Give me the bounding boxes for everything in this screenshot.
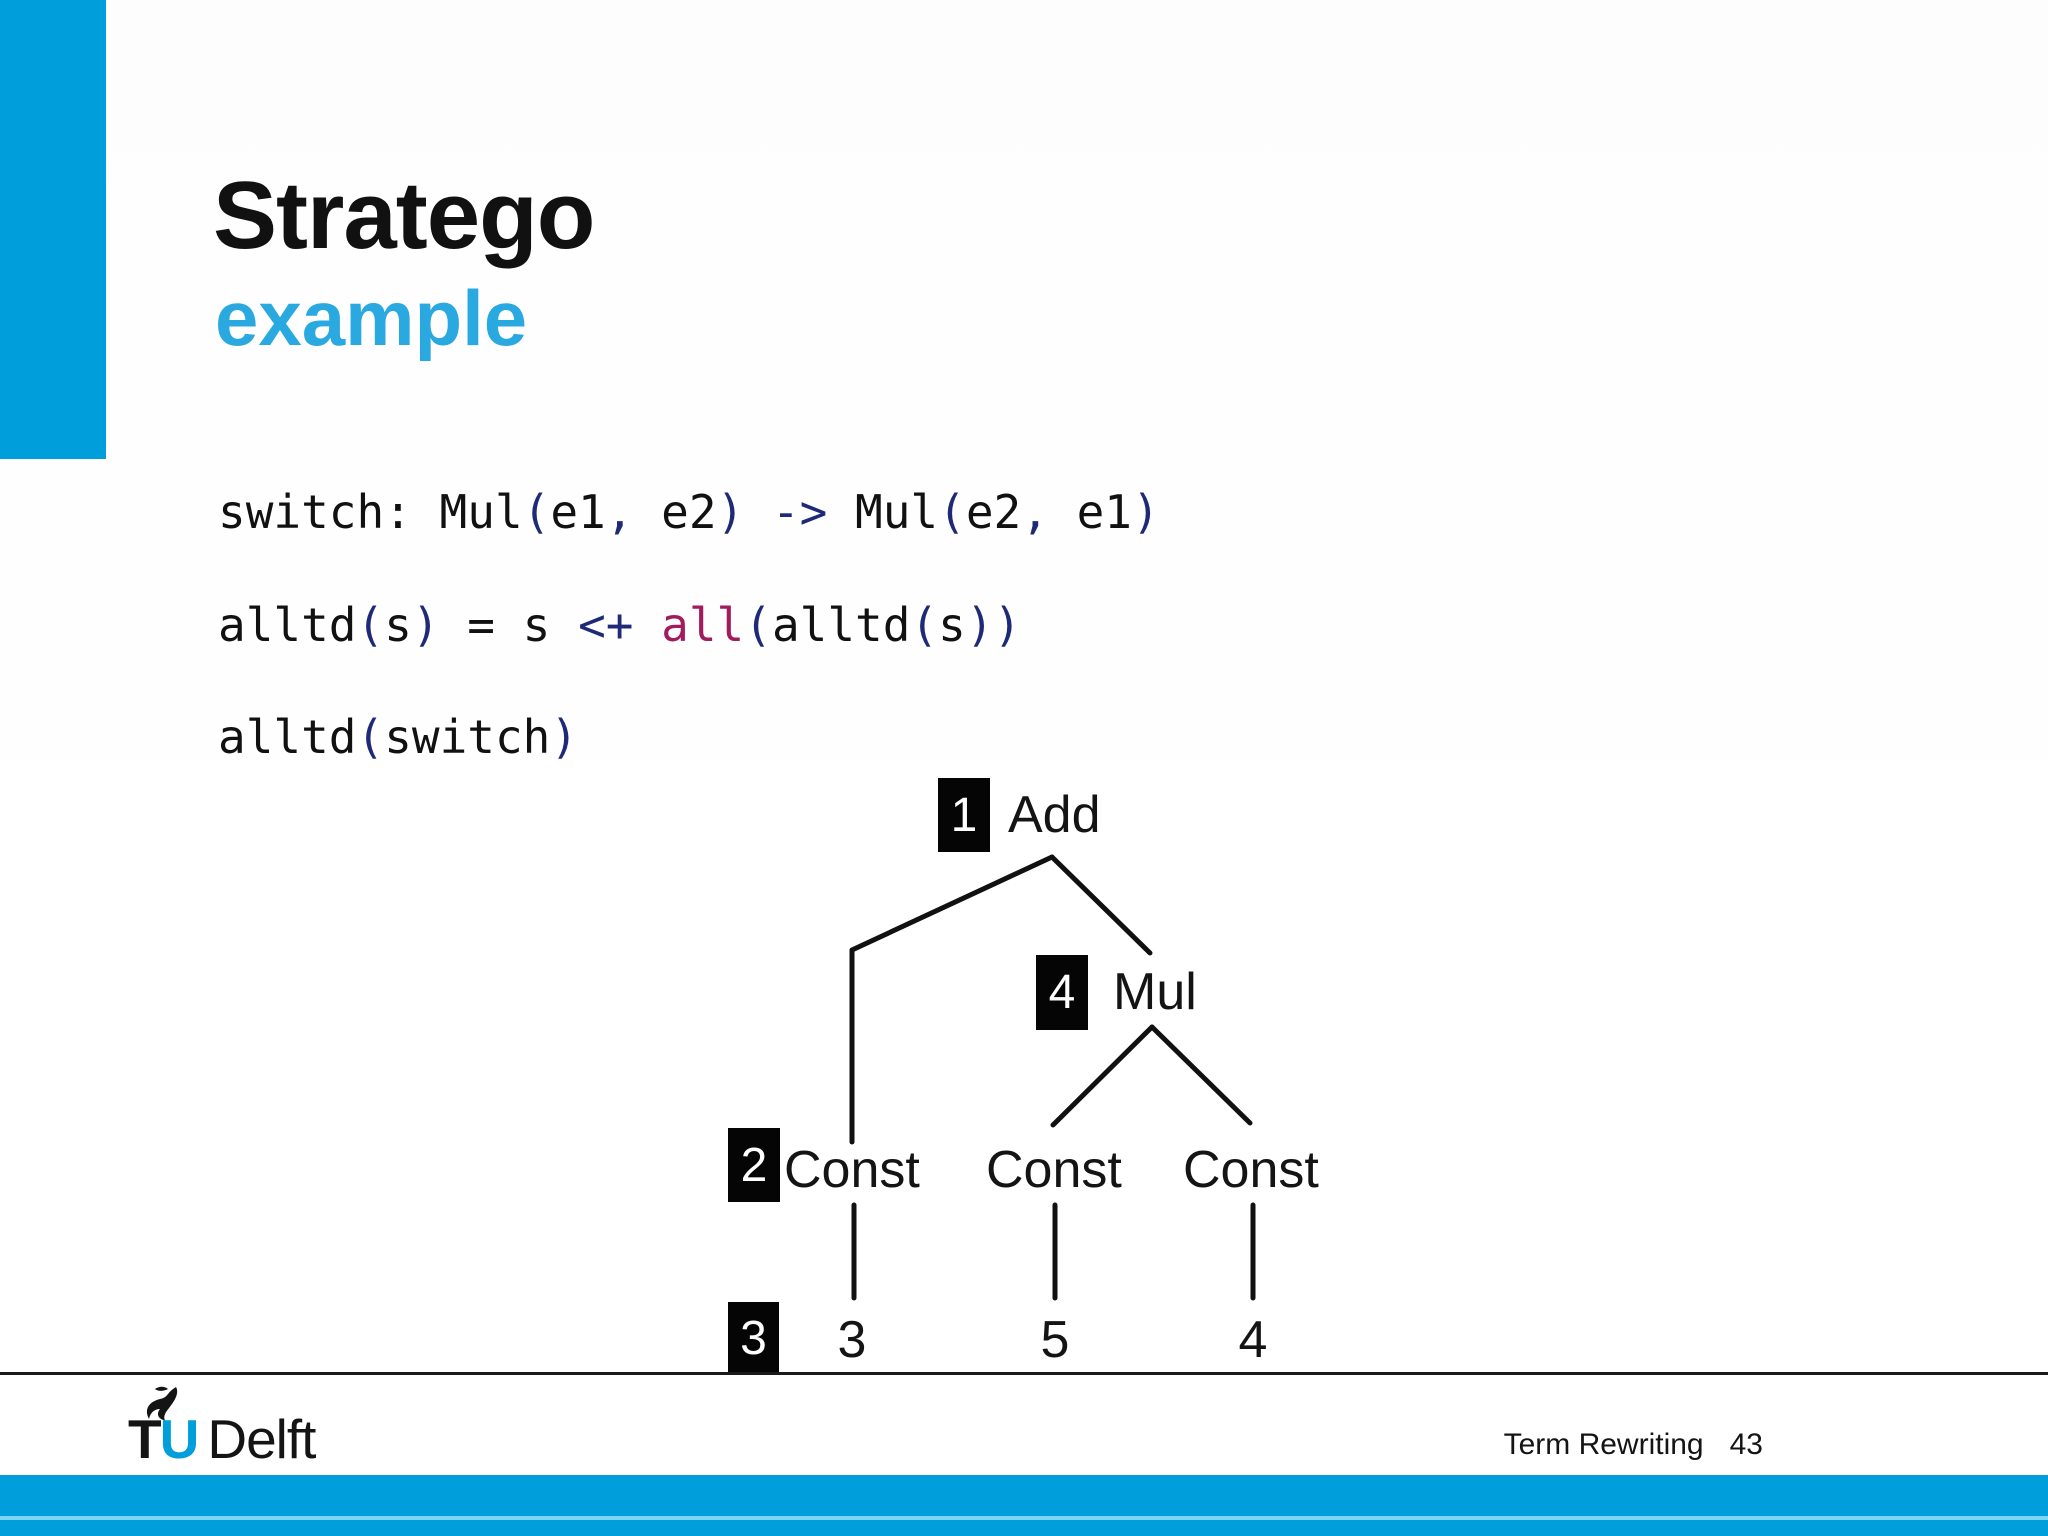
code-token: ) [411,598,440,652]
page-number: 43 [1729,1428,1763,1461]
code-token [744,485,772,539]
tree-edge [1149,1024,1253,1126]
tree-node-add: Add [1008,786,1101,844]
tree-node-const1: Const [784,1141,920,1199]
tree-node-const2: Const [986,1141,1122,1199]
slide-title: Stratego [213,162,595,269]
code-token: ( [522,485,551,539]
code-token: e1 [550,485,606,539]
code-token: ) [1132,485,1160,539]
code-token: ( [356,598,385,652]
code-token: e2 [633,485,717,539]
slide-subtitle: example [215,274,528,362]
step-badge-1: 1 [938,778,990,852]
code-token: -> [771,485,828,539]
code-token: ( [356,710,385,764]
code-token: e1 [1048,485,1132,539]
code-line-2: alltd(s) = s <+ all(alltd(s)) [218,602,1021,648]
code-token: , [605,485,634,539]
tree-leaf-leaf5: 5 [1040,1311,1070,1369]
step-badge-4: 4 [1036,955,1088,1030]
code-line-1: switch: Mul(e1, e2) -> Mul(e2, e1) [218,489,1160,535]
code-token: = s [439,598,579,652]
tree-node-const3: Const [1183,1141,1319,1199]
code-token: e2 [965,485,1022,539]
code-token: ( [744,598,772,652]
tree-leaf-leaf4: 4 [1238,1311,1268,1369]
tree-node-mul: Mul [1113,963,1197,1021]
tree-edge [1050,1024,1155,1128]
code-line-3: alltd(switch) [218,714,578,760]
code-token [633,598,661,652]
logo-u: U [159,1408,200,1470]
code-token: s [384,598,412,652]
code-token: switch: Mul [218,485,523,539]
tree-leaf-leaf3: 3 [837,1311,867,1369]
code-token: , [1021,485,1049,539]
code-token: alltd [218,710,357,764]
code-token: Mul [827,485,939,539]
footer-divider-line [0,1372,2048,1375]
logo-tu: TU [128,1408,200,1470]
code-token: )) [965,598,1022,652]
tree-edge [849,854,1055,953]
left-accent-bar [0,0,106,459]
code-token: ) [550,710,579,764]
logo-t: T [128,1408,162,1470]
code-token: ( [910,598,939,652]
code-token: <+ [578,598,634,652]
flame-icon [146,1386,178,1421]
code-token: ( [938,485,966,539]
code-token: alltd [218,598,357,652]
code-token: s [938,598,966,652]
footer-light-stripe [0,1516,2048,1520]
tree-edge [1049,854,1153,956]
footer-text: Term Rewriting 43 [1504,1428,1763,1462]
footer-accent-bar [0,1475,2048,1536]
logo-delft: Delft [207,1408,316,1470]
step-badge-3: 3 [728,1302,779,1374]
step-badge-2: 2 [728,1128,780,1202]
code-token: switch [384,710,551,764]
course-title: Term Rewriting [1503,1428,1704,1461]
code-token: alltd [771,598,911,652]
code-token: ) [716,485,745,539]
code-token: all [661,598,745,652]
